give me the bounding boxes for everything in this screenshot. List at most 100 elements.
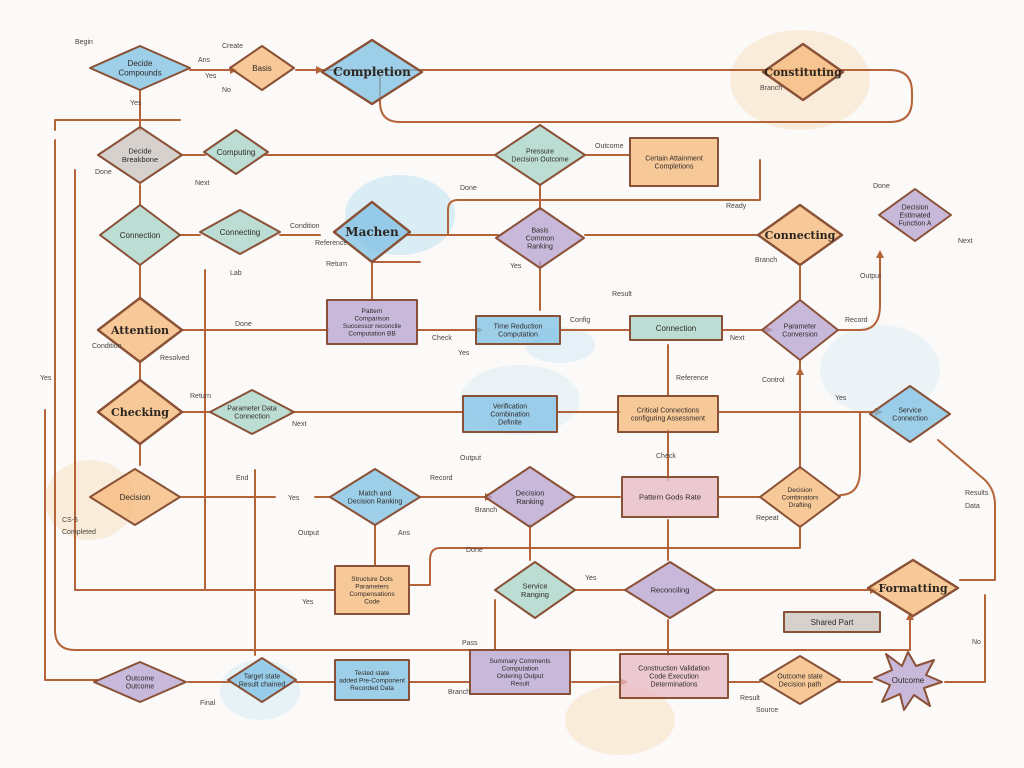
node-label-line: Verification <box>493 403 527 410</box>
node-label-line: Connection <box>234 414 270 421</box>
node-n18[interactable]: Connection <box>629 315 723 341</box>
node-label-line: Attention <box>110 324 169 337</box>
node-n14[interactable]: Connecting <box>756 203 844 267</box>
annotation: Yes <box>510 263 522 270</box>
node-label: Shared Part <box>811 618 854 627</box>
node-n4[interactable]: Constituting <box>761 42 845 102</box>
annotation: Done <box>235 321 252 328</box>
node-shape <box>475 315 561 345</box>
node-shape <box>869 385 951 443</box>
annotation: Record <box>845 317 868 324</box>
node-n32[interactable]: Reconciling <box>624 561 716 619</box>
annotation: Ready <box>726 203 747 210</box>
annotation: Outcome <box>595 143 624 150</box>
node-shape <box>495 207 585 269</box>
annotation: Record <box>430 475 453 482</box>
node-shape <box>761 42 845 102</box>
annotation: Reference <box>676 375 708 382</box>
node-n3[interactable]: Completion <box>320 38 424 106</box>
annotation: Output <box>298 530 319 537</box>
annotation: Control <box>762 377 785 384</box>
node-label-line: Computation <box>502 666 539 673</box>
node-n6[interactable]: Computing <box>203 129 269 175</box>
node-label-line: Combination <box>490 411 529 418</box>
node-label-line: Outcome state <box>777 673 823 680</box>
connector <box>74 169 336 591</box>
node-label: Constituting <box>764 66 842 79</box>
annotation: Begin <box>75 39 93 46</box>
node-shape <box>334 565 410 615</box>
arrowhead <box>906 612 914 620</box>
node-n11[interactable]: Connecting <box>199 209 281 255</box>
node-n10[interactable]: Connection <box>99 204 181 266</box>
annotation: Output <box>460 455 481 462</box>
node-label-line: Combinators <box>782 494 820 501</box>
node-n15[interactable]: Attention <box>96 296 184 364</box>
annotation: Condition <box>92 343 122 350</box>
node-label: Outcome <box>892 676 925 685</box>
annotation: Lab <box>230 270 242 277</box>
node-label-line: Connection <box>656 324 696 333</box>
node-label: Decision <box>120 493 151 502</box>
node-label-line: Ranking <box>527 244 553 251</box>
node-n25[interactable]: Decision <box>89 468 181 526</box>
node-label-line: Parameter <box>784 323 817 330</box>
node-n33[interactable]: Formatting <box>866 558 960 618</box>
node-label-line: Reconciling <box>651 586 690 595</box>
node-label-line: Outcome <box>126 684 155 691</box>
node-n41[interactable]: Outcome <box>873 651 943 711</box>
node-n34[interactable]: Shared Part <box>783 611 881 633</box>
node-shape <box>89 45 191 91</box>
node-label-line: Decision Outcome <box>511 157 568 164</box>
annotation: Ans <box>398 530 411 537</box>
node-n12[interactable]: Machen <box>332 200 412 264</box>
node-label-line: Summary Comments <box>489 658 551 665</box>
node-n2[interactable]: Basis <box>229 45 295 91</box>
annotation: CS-5 <box>62 517 78 524</box>
annotation: Done <box>95 169 112 176</box>
node-shape <box>494 561 576 619</box>
node-label-line: Ranging <box>521 590 549 599</box>
node-n20[interactable]: Checking <box>96 378 184 446</box>
node-shape <box>878 188 952 242</box>
connector <box>944 594 986 683</box>
node-label-line: Parameters <box>355 584 389 591</box>
annotation: Condition <box>290 223 320 230</box>
node-label-line: configuring Assessment <box>631 416 705 423</box>
node-n28[interactable]: Pattern Gods Rate <box>621 476 719 518</box>
annotation: Results <box>965 490 989 497</box>
node-shape <box>462 395 558 433</box>
